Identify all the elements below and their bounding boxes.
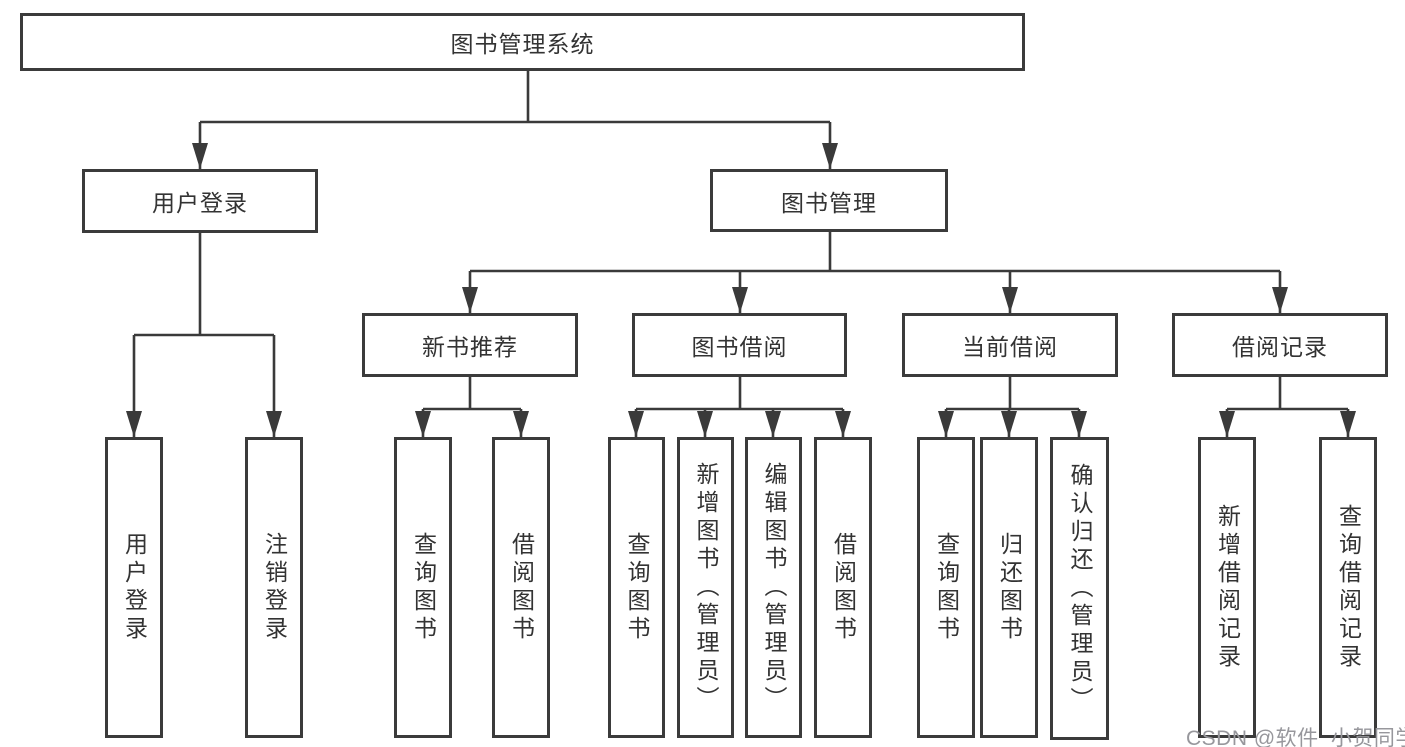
leaf-bb-add-books-admin-label: 新增图书（管理员）	[693, 461, 719, 714]
leaf-cb-return-books-label: 归还图书	[996, 531, 1023, 644]
spine-root	[200, 71, 830, 124]
leaf-nb-query-books: 查询图书	[394, 437, 452, 738]
leaf-bb-query-books-label: 查询图书	[624, 531, 650, 644]
node-book-borrowing: 图书借阅	[632, 313, 847, 377]
csdn-watermark: CSDN @软件_小贺同学	[1186, 727, 1405, 747]
spine-new-book-rec	[423, 377, 521, 411]
node-book-management: 图书管理	[710, 169, 948, 232]
leaf-bb-query-books: 查询图书	[608, 437, 665, 738]
leaf-bb-borrow-books: 借阅图书	[814, 437, 872, 738]
leaf-nb-borrow-books-label: 借阅图书	[508, 531, 535, 644]
node-current-borrowing: 当前借阅	[902, 313, 1118, 377]
leaf-nb-borrow-books: 借阅图书	[492, 437, 550, 738]
leaf-nb-query-books-label: 查询图书	[410, 531, 437, 644]
spine-current-borrow	[946, 377, 1079, 411]
leaf-br-query-record: 查询借阅记录	[1319, 437, 1377, 738]
node-new-book-recommend: 新书推荐	[362, 313, 578, 377]
node-borrow-records: 借阅记录	[1172, 313, 1388, 377]
leaf-bb-edit-books-admin-label: 编辑图书（管理员）	[761, 461, 787, 714]
leaf-br-add-record-label: 新增借阅记录	[1214, 503, 1241, 672]
spine-borrow-records	[1227, 377, 1348, 411]
leaf-bb-add-books-admin: 新增图书（管理员）	[677, 437, 734, 738]
spine-book-borrow	[636, 377, 843, 411]
leaf-user-login-label: 用户登录	[121, 531, 148, 644]
node-library-management-system: 图书管理系统	[20, 13, 1025, 71]
leaf-bb-borrow-books-label: 借阅图书	[830, 531, 857, 644]
leaf-cb-query-books: 查询图书	[917, 437, 975, 738]
leaf-cb-query-books-label: 查询图书	[933, 531, 960, 644]
node-user-login: 用户登录	[82, 169, 318, 233]
spine-book-mgmt	[470, 232, 1280, 273]
spine-user-login	[134, 233, 274, 337]
leaf-logout: 注销登录	[245, 437, 303, 738]
leaf-user-login: 用户登录	[105, 437, 163, 738]
leaf-cb-confirm-return-admin: 确认归还（管理员）	[1050, 437, 1109, 740]
leaf-cb-return-books: 归还图书	[980, 437, 1038, 738]
leaf-br-query-record-label: 查询借阅记录	[1335, 503, 1362, 672]
leaf-logout-label: 注销登录	[261, 531, 288, 644]
leaf-br-add-record: 新增借阅记录	[1198, 437, 1256, 738]
leaf-cb-confirm-return-admin-label: 确认归还（管理员）	[1067, 462, 1093, 715]
leaf-bb-edit-books-admin: 编辑图书（管理员）	[745, 437, 802, 738]
